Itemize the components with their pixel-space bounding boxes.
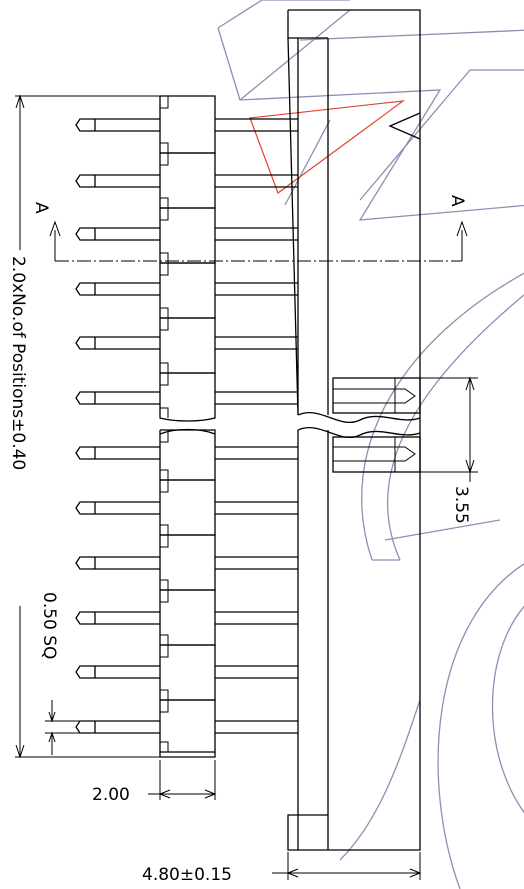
pin-tail xyxy=(75,665,160,679)
pin-tail xyxy=(75,118,160,132)
pitch-dimension xyxy=(148,760,217,800)
insulator-block xyxy=(159,372,216,422)
pin-shank xyxy=(215,556,298,570)
pin-tail xyxy=(75,556,160,570)
highlight-triangle xyxy=(249,100,406,194)
overall-length-label: 2.0xNo.of Positions±0.40 xyxy=(8,256,28,470)
insulator-notch xyxy=(160,318,169,373)
offset-label: 3.55 xyxy=(451,486,471,524)
pin-tail xyxy=(75,611,160,625)
section-label-left: A xyxy=(31,202,51,214)
insulator-notch xyxy=(160,208,169,263)
insulator-notch xyxy=(160,480,169,535)
contact-cavities xyxy=(332,377,421,473)
pin-tail xyxy=(75,501,160,515)
insulator-notch xyxy=(160,590,169,645)
body-width-label: 4.80±0.15 xyxy=(142,865,232,885)
pin-shank xyxy=(215,118,298,132)
pin-tail xyxy=(75,174,160,188)
pin-shank xyxy=(215,720,298,734)
pin-shank xyxy=(215,446,298,460)
pin-tail xyxy=(75,720,160,734)
insulator-notch xyxy=(160,153,169,208)
pin-shank xyxy=(215,336,298,350)
insulator-notch xyxy=(160,373,169,418)
insulator-notch xyxy=(160,700,169,752)
insulator-notch xyxy=(160,263,169,318)
section-line xyxy=(49,220,468,262)
pin-tail xyxy=(75,446,160,460)
section-label-right: A xyxy=(447,195,467,207)
pin-tail xyxy=(75,336,160,350)
pin-header xyxy=(75,95,298,758)
insulator-notch xyxy=(160,535,169,590)
break-curve xyxy=(159,428,216,435)
insulator-notch xyxy=(160,96,169,153)
pin-tail xyxy=(75,391,160,405)
body-width-dimension xyxy=(272,852,422,880)
housing-body xyxy=(287,9,421,851)
pin-tail xyxy=(75,227,160,241)
pin-shank xyxy=(215,665,298,679)
pin-tail xyxy=(75,282,160,296)
pin-square-label: 0.50 SQ xyxy=(39,592,59,659)
pin-shank xyxy=(215,174,298,188)
offset-dimension xyxy=(420,376,478,482)
insulator-notch xyxy=(160,430,169,480)
watermark-logo xyxy=(217,0,524,889)
pin-shank xyxy=(215,227,298,241)
pin-shank xyxy=(215,611,298,625)
pin-square-dimension xyxy=(45,700,80,755)
insulator-foot xyxy=(159,752,216,758)
pitch-label: 2.00 xyxy=(92,785,130,805)
pin-shank xyxy=(215,501,298,515)
pin-shank xyxy=(215,391,298,405)
overall-length-dimension xyxy=(15,94,160,759)
insulator-notch xyxy=(160,645,169,700)
pin-shank xyxy=(215,282,298,296)
